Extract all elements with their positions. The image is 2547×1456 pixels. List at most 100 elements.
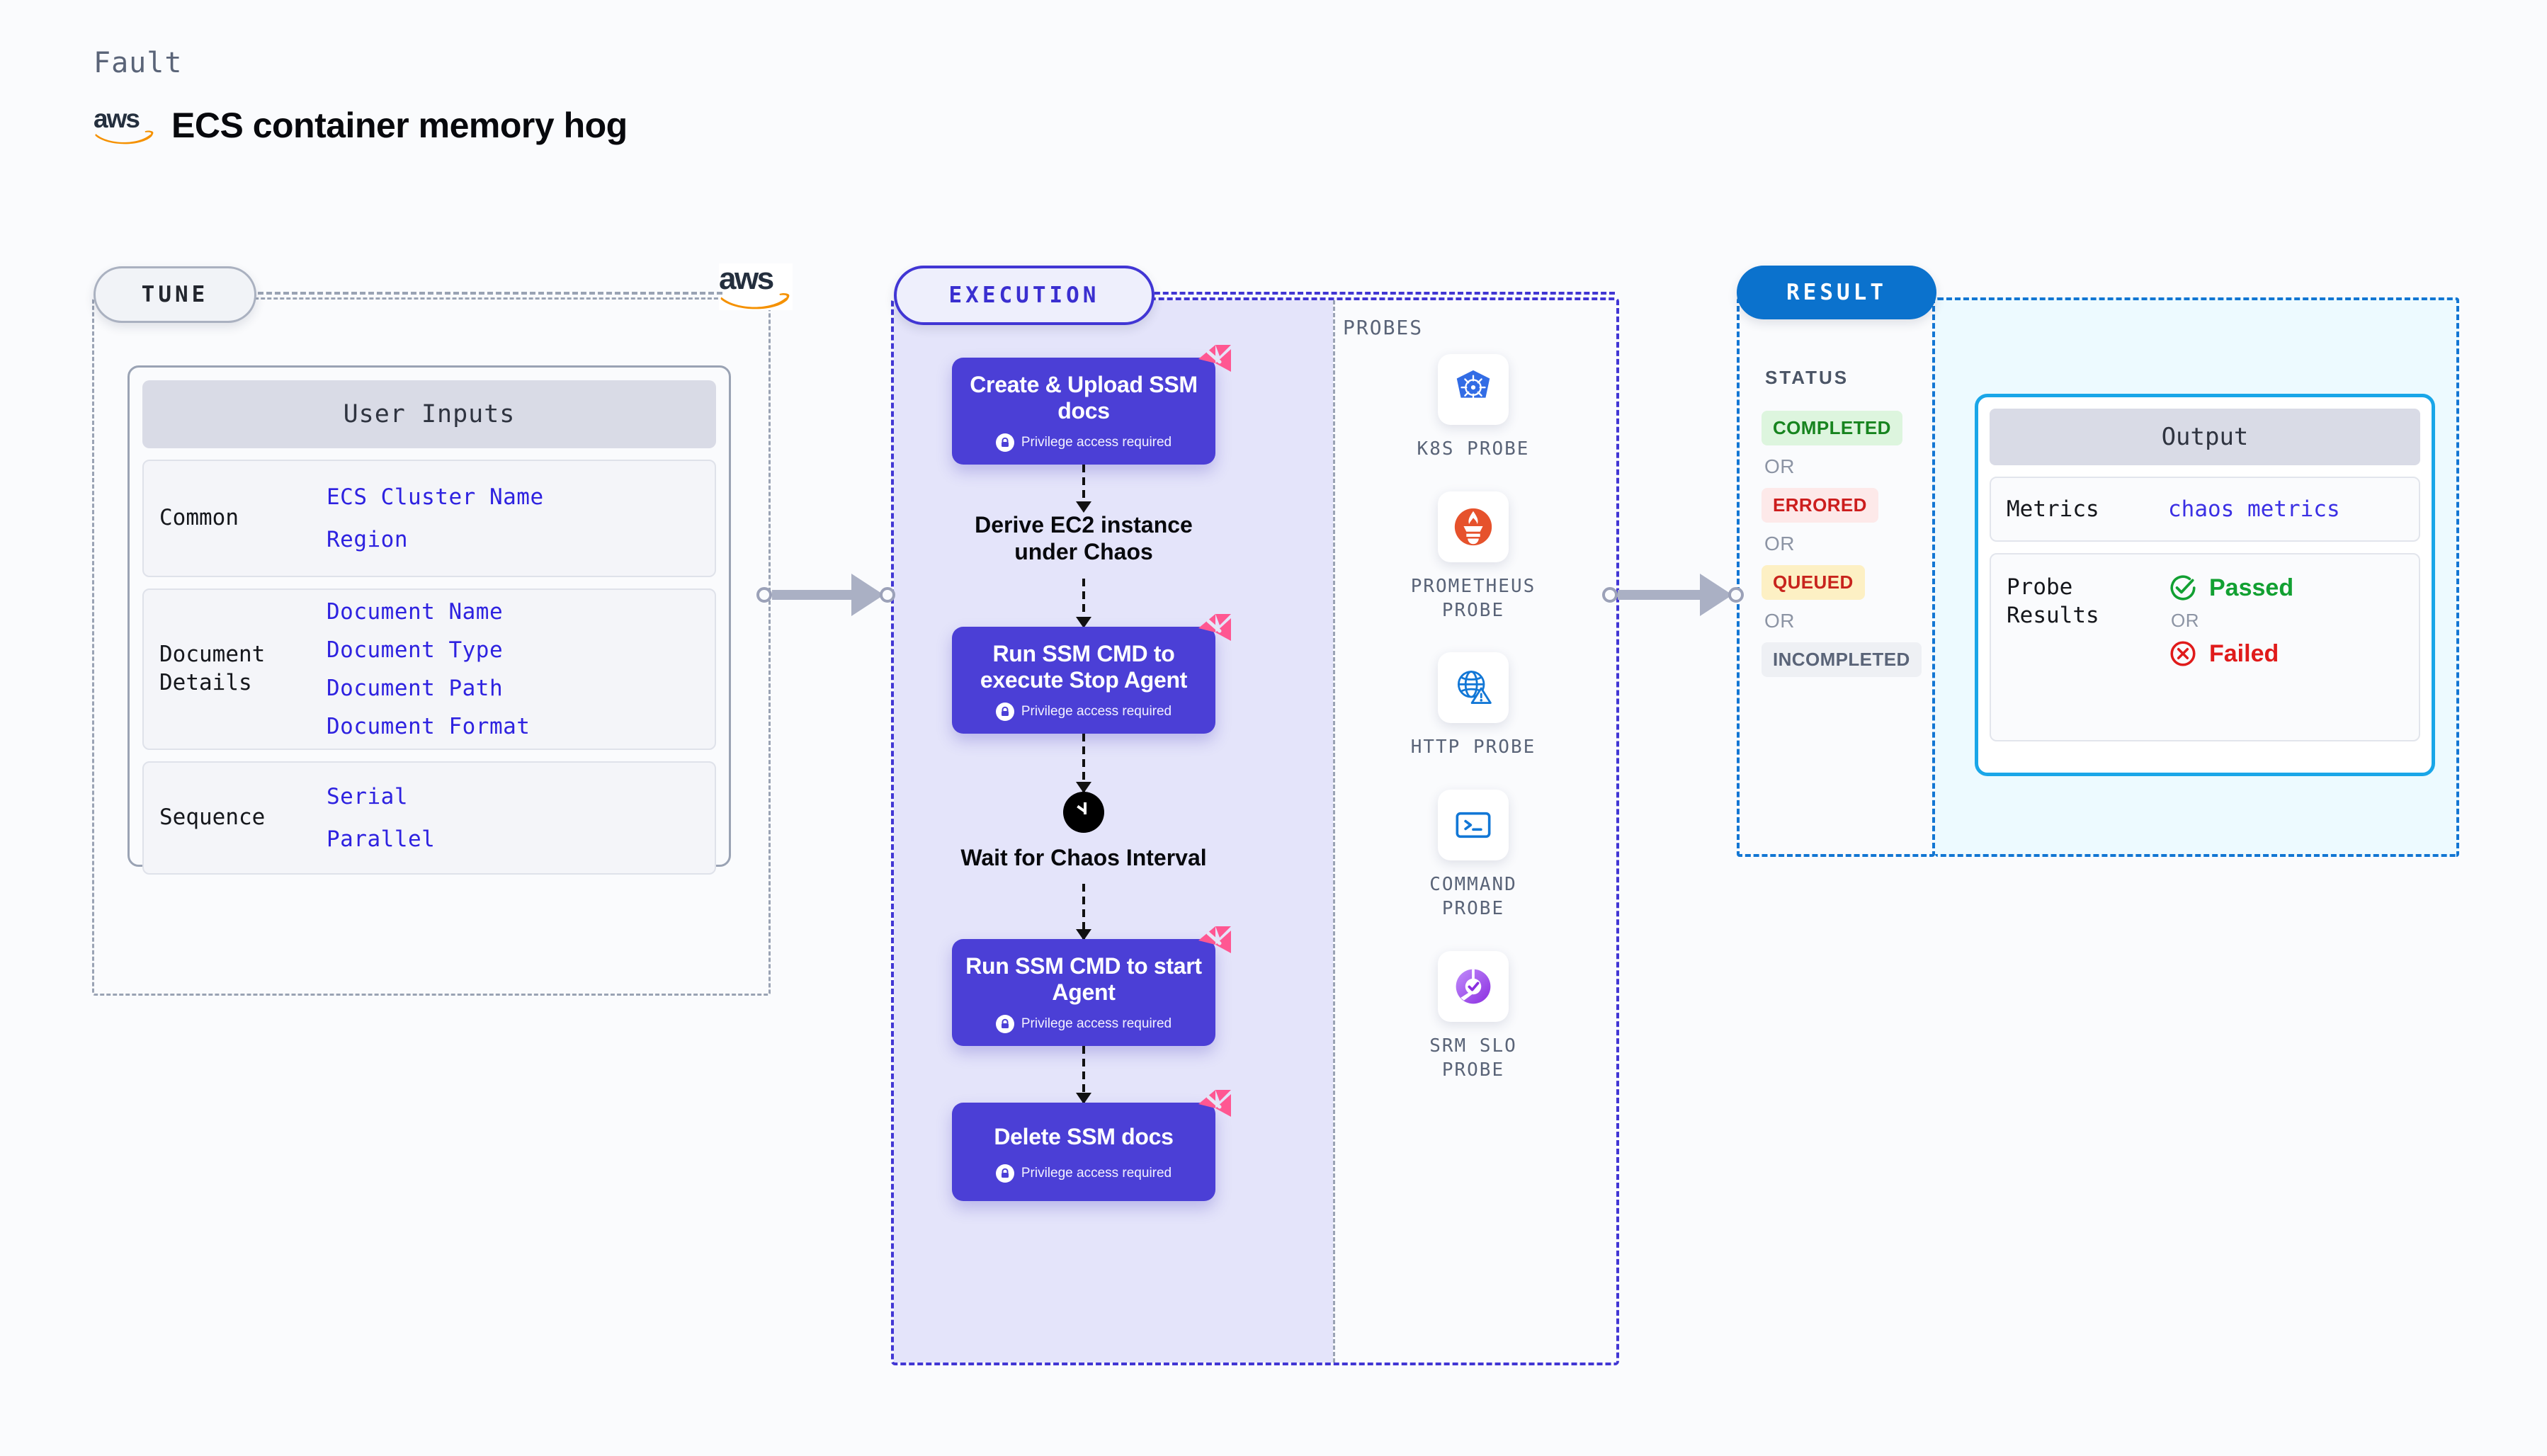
arrow-execution-to-result [1602, 574, 1744, 616]
input-value[interactable]: Serial [327, 784, 408, 809]
harness-mark-icon [1198, 345, 1231, 372]
input-group-label: Sequence [159, 804, 266, 831]
aws-logo-icon: aws [93, 106, 156, 145]
status-badge-errored: ERRORED [1762, 488, 1878, 523]
probes-section-label: PROBES [1343, 316, 1424, 339]
status-badge-queued: QUEUED [1762, 565, 1865, 600]
step-privilege-note: Privilege access required [959, 702, 1208, 721]
probe-results-label-line1: Probe [2007, 574, 2073, 600]
lock-icon [995, 1014, 1014, 1033]
output-title: Output [1990, 409, 2420, 465]
probe-result-failed: Failed [2168, 639, 2293, 669]
or-separator: OR [1764, 533, 1795, 554]
arrow-shaft [772, 590, 853, 600]
probe-tile [1438, 950, 1509, 1022]
step-privilege-note: Privilege access required [959, 433, 1208, 452]
step-wait-for-chaos-interval: Wait for Chaos Interval [960, 844, 1207, 870]
result-pill-label[interactable]: RESULT [1737, 266, 1936, 319]
probe-label: HTTP PROBE [1410, 736, 1536, 758]
input-value[interactable]: Region [327, 527, 408, 552]
lock-icon [995, 1164, 1014, 1183]
output-row-metrics: Metrics chaos metrics [1990, 477, 2420, 542]
tune-pill-label[interactable]: TUNE [93, 266, 256, 323]
probe-tile [1438, 354, 1509, 425]
input-value[interactable]: Document Name [327, 599, 504, 625]
output-card: Output Metrics chaos metrics Probe Resul… [1975, 394, 2435, 776]
tune-lead-line [249, 292, 722, 295]
aws-logo-tune-icon: aws [719, 263, 793, 310]
status-list: COMPLETED OR ERRORED OR QUEUED OR INCOMP… [1762, 411, 1931, 677]
prometheus-icon [1454, 508, 1492, 545]
input-group-label-line1: Document [159, 642, 266, 668]
arrow-end-dot [1728, 587, 1744, 603]
arrow-start-dot [756, 587, 772, 603]
arrow-shaft [1618, 590, 1701, 600]
probe-tile [1438, 491, 1509, 562]
step-privilege-text: Privilege access required [1021, 1016, 1172, 1031]
input-group-label: Document Details [159, 641, 327, 697]
input-value[interactable]: Parallel [327, 826, 436, 852]
arrow-end-dot [880, 587, 895, 603]
probe-results-values: Passed OR Failed [2168, 573, 2293, 669]
probe-label: K8S PROBE [1417, 438, 1530, 460]
step-privilege-note: Privilege access required [959, 1014, 1208, 1033]
probe-http[interactable]: HTTP PROBE [1367, 652, 1579, 760]
flow-connector [1082, 1045, 1085, 1103]
input-value[interactable]: Document Path [327, 676, 504, 701]
flow-connector [1082, 464, 1085, 511]
aws-wordmark-tune-text: aws [719, 261, 774, 296]
user-inputs-title: User Inputs [142, 380, 716, 448]
input-value[interactable]: ECS Cluster Name [327, 484, 544, 510]
http-globe-icon [1457, 671, 1492, 705]
input-value[interactable]: Document Type [327, 637, 504, 663]
probe-tile [1438, 652, 1509, 724]
status-badge-completed: COMPLETED [1762, 411, 1902, 445]
check-circle-icon [2170, 575, 2196, 601]
step-title: Delete SSM docs [994, 1123, 1174, 1149]
clock-icon [1063, 791, 1104, 833]
step-create-upload-ssm-docs[interactable]: Create & Upload SSM docs Privilege acces… [952, 345, 1231, 465]
page-title: ECS container memory hog [171, 106, 628, 145]
input-value[interactable]: Document Format [327, 714, 531, 739]
input-group-values: Document Name Document Type Document Pat… [327, 599, 530, 739]
arrow-tune-to-execution [756, 574, 895, 616]
flow-connector [1082, 578, 1085, 627]
step-run-ssm-cmd-start-agent[interactable]: Run SSM CMD to start Agent Privilege acc… [952, 926, 1231, 1046]
probe-k8s[interactable]: K8S PROBE [1367, 354, 1579, 462]
step-privilege-text: Privilege access required [1021, 703, 1172, 719]
step-delete-ssm-docs[interactable]: Delete SSM docs Privilege access require… [952, 1089, 1231, 1202]
status-label: STATUS [1765, 367, 1849, 388]
passed-label: Passed [2209, 574, 2294, 601]
probe-result-passed: Passed [2168, 573, 2293, 603]
harness-mark-icon [1198, 926, 1231, 953]
flow-connector [1082, 733, 1085, 792]
execution-pill-label[interactable]: EXECUTION [894, 266, 1155, 325]
arrow-head [851, 574, 884, 616]
step-privilege-note: Privilege access required [959, 1164, 1208, 1183]
srm-slo-icon [1456, 969, 1491, 1004]
step-run-ssm-cmd-stop-agent[interactable]: Run SSM CMD to execute Stop Agent Privil… [952, 613, 1231, 734]
aws-wordmark-text: aws [93, 104, 140, 133]
input-group-document-details: Document Details Document Name Document … [142, 588, 716, 750]
terminal-icon [1456, 812, 1491, 838]
probe-results-label-line2: Results [2007, 603, 2099, 629]
metrics-value[interactable]: chaos metrics [2168, 496, 2340, 522]
lock-icon [995, 433, 1014, 452]
kubernetes-icon [1456, 370, 1490, 400]
user-inputs-card: User Inputs Common ECS Cluster Name Regi… [127, 365, 731, 875]
metrics-label: Metrics [2007, 496, 2099, 522]
step-title: Run SSM CMD to execute Stop Agent [980, 640, 1188, 693]
step-privilege-text: Privilege access required [1021, 1166, 1172, 1181]
input-group-values: ECS Cluster Name Region [327, 484, 544, 552]
input-group-values: Serial Parallel [327, 784, 435, 852]
flow-connector [1082, 883, 1085, 939]
title-row: aws ECS container memory hog [93, 105, 628, 146]
arrow-head [1700, 574, 1732, 616]
x-circle-icon [2170, 641, 2196, 666]
aws-swoosh-icon [95, 130, 154, 144]
